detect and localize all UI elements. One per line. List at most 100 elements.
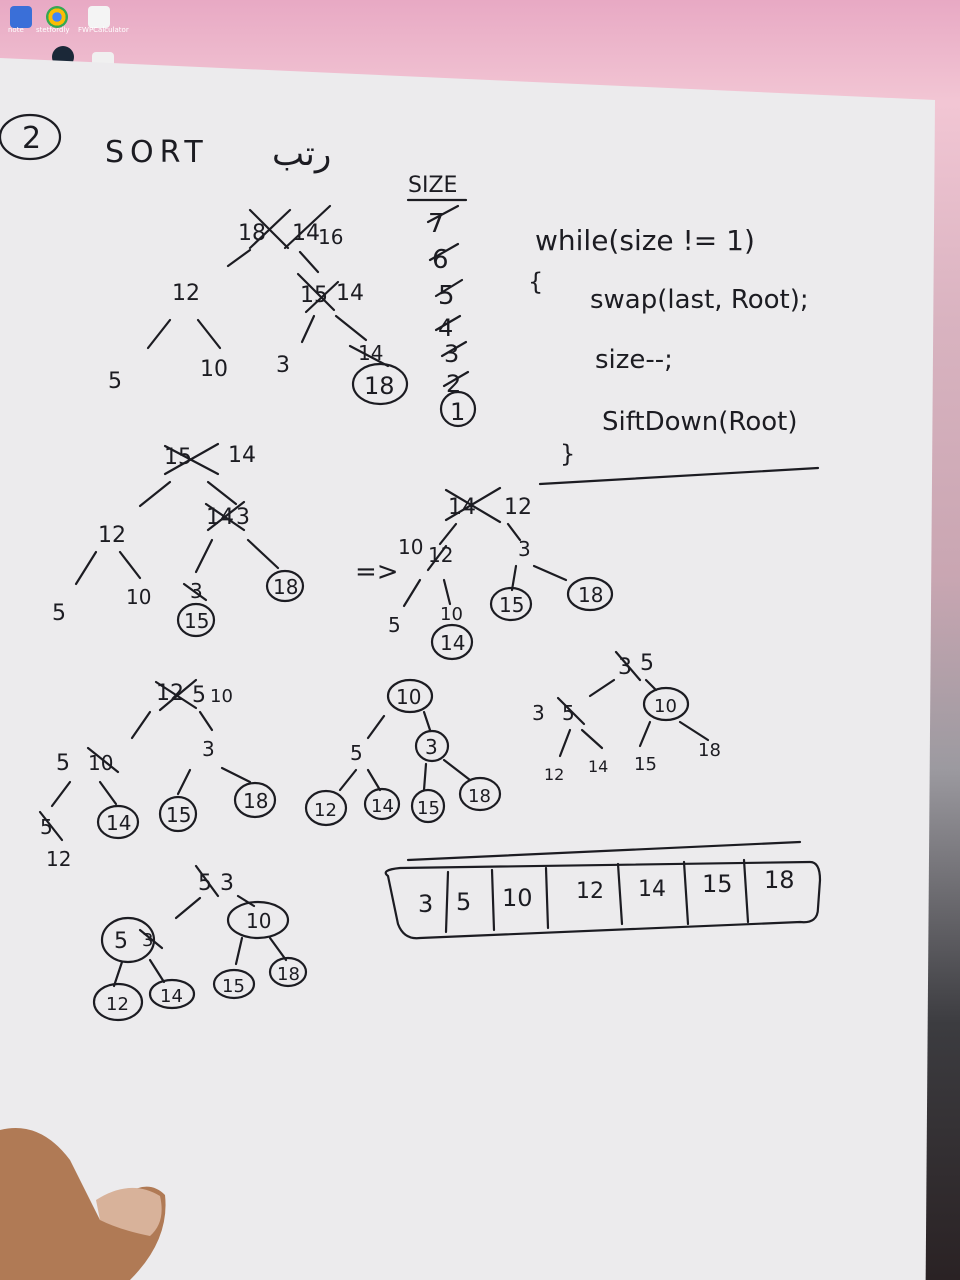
- tree-node: 14: [106, 811, 131, 835]
- tree-node: 12: [98, 523, 126, 548]
- tree-node: 15: [634, 754, 657, 775]
- array-cell: 15: [702, 870, 733, 898]
- tree-node: 12: [314, 800, 337, 821]
- tree-node: 5: [562, 701, 575, 725]
- note-app-icon[interactable]: [10, 6, 32, 28]
- array-cell: 12: [576, 879, 604, 904]
- desktop-icon-label: stetfordly: [36, 26, 70, 34]
- tree-node: 3: [220, 871, 234, 896]
- tree-node: 14: [588, 757, 608, 776]
- array-cell: 10: [502, 884, 533, 912]
- tree-node: 3: [190, 579, 203, 603]
- tree-node: 18: [578, 583, 603, 607]
- hand-thumb: [0, 1128, 166, 1280]
- tree-node: 5: [350, 741, 363, 765]
- heap-tree-3: 14 12 10 12 3 5 10 14 15 18: [388, 486, 614, 661]
- tree-node: 10: [398, 535, 423, 559]
- tree-node: 18: [468, 786, 491, 807]
- heap-tree-2: 15 14 12 14 3 5 10 3 15 18: [52, 442, 305, 638]
- tree-node: 12: [172, 281, 200, 306]
- tree-node: 18: [698, 740, 721, 761]
- tree-node: 18: [273, 575, 298, 599]
- code-line: size--;: [595, 345, 673, 375]
- sheet-title-arabic: رتب: [272, 134, 331, 174]
- calculator-icon[interactable]: [88, 6, 110, 28]
- tree-node: 10: [88, 751, 113, 775]
- tree-node: 5: [192, 683, 206, 708]
- tree-node: 14: [371, 796, 394, 817]
- code-line: }: [560, 440, 575, 468]
- tree-node: 10: [200, 357, 228, 382]
- code-line: while(size != 1): [535, 224, 755, 257]
- tree-node: 14: [440, 631, 465, 655]
- tree-node: 18: [238, 221, 266, 246]
- tree-node: 12: [46, 847, 71, 871]
- array-cell: 18: [764, 866, 795, 894]
- tree-node: 14: [292, 221, 320, 246]
- tree-node: 18: [243, 789, 268, 813]
- tree-node: 5: [52, 601, 66, 626]
- tree-node: 5: [640, 651, 654, 676]
- tree-node: 10: [654, 696, 677, 717]
- sheet-title: SORT: [105, 135, 209, 170]
- tree-node: 15: [166, 803, 191, 827]
- tree-node: 5: [198, 871, 212, 896]
- tree-node: 3: [276, 353, 290, 378]
- array-cell: 14: [638, 877, 666, 902]
- tree-node: 3: [142, 930, 153, 951]
- tree-node: 15: [499, 593, 524, 617]
- number-circle: [0, 113, 62, 161]
- pseudo-code: while(size != 1) { swap(last, Root); siz…: [528, 224, 809, 468]
- desktop-icon-label: FWPCalculator: [78, 26, 129, 34]
- tree-node: 5: [108, 369, 122, 394]
- tree-node: 16: [318, 225, 343, 249]
- heap-tree-1: 18 14 16 12 15 14 5 10 3 14 18: [108, 204, 409, 406]
- tree-node: 3: [518, 537, 531, 561]
- tree-node: 18: [277, 964, 300, 985]
- tree-node: 5: [114, 929, 128, 954]
- tree-node: 3: [425, 735, 438, 759]
- sheet-number: 2: [22, 121, 41, 156]
- tree-node: 10: [210, 686, 233, 707]
- tree-node: 10: [396, 685, 421, 709]
- tree-node: 14: [336, 281, 364, 306]
- size-value: 6: [432, 245, 449, 275]
- tree-node: 18: [364, 372, 395, 400]
- size-value: 5: [438, 281, 455, 311]
- tree-node: 3: [236, 505, 250, 530]
- tree-node: 3: [202, 737, 215, 761]
- tree-node: 5: [40, 815, 53, 839]
- array-cell: 5: [456, 888, 471, 916]
- tree-node: 12: [544, 765, 564, 784]
- tree-node: 12: [504, 495, 532, 520]
- code-line: swap(last, Root);: [590, 285, 809, 315]
- heap-tree-5: 10 5 3 12 14 15 18: [304, 678, 502, 827]
- tree-node: 14: [228, 443, 256, 468]
- chrome-icon[interactable]: [46, 6, 68, 28]
- sorted-array: 3 5 10 12 14 15 18: [384, 858, 822, 940]
- paper-sheet: [0, 58, 935, 1280]
- tree-node: 12: [106, 994, 129, 1015]
- code-line: {: [528, 268, 543, 296]
- tree-node: 15: [184, 609, 209, 633]
- tree-node: 10: [246, 909, 271, 933]
- code-line: SiftDown(Root): [602, 407, 797, 437]
- tree-node: 14: [206, 505, 234, 530]
- tree-node: 5: [388, 613, 401, 637]
- size-value: 1: [450, 398, 465, 426]
- heap-tree-7: 5 3 5 3 10 12 14 15 18: [92, 864, 308, 1022]
- tree-node: 15: [222, 976, 245, 997]
- desktop-icon-label: note: [8, 26, 24, 34]
- tree-node: 3: [532, 701, 545, 725]
- tree-node: 15: [417, 798, 440, 819]
- tree-node: 14: [160, 986, 183, 1007]
- tree-node: 10: [126, 585, 151, 609]
- heap-tree-6: 3 5 3 5 10 12 14 15 18: [532, 650, 721, 784]
- tree-node: 5: [56, 751, 70, 776]
- tree-node: 3: [618, 655, 632, 680]
- array-cell: 3: [418, 890, 433, 918]
- size-values: 7 6 5 4 3 2 1: [428, 209, 477, 428]
- transition-arrow: =>: [355, 557, 399, 587]
- size-label: SIZE: [408, 173, 457, 198]
